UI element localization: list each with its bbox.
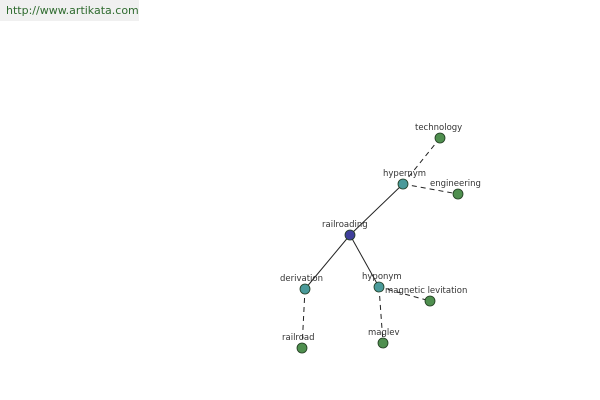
label-hypernym[interactable]: hypernym [383,169,426,179]
label-hyponym[interactable]: hyponym [362,272,402,282]
label-magnetic-levitation[interactable]: magnetic levitation [385,286,467,296]
label-derivation[interactable]: derivation [280,274,323,284]
node-railroad[interactable] [296,342,308,354]
label-railroading[interactable]: railroading [322,220,368,230]
edge-derivation-railroad [301,288,306,349]
node-hypernym[interactable] [397,178,409,190]
edge-hypernym-technology [402,137,441,185]
edge-hyponym-maglev [378,286,384,344]
edge-railroading-hyponym [349,234,380,288]
label-maglev[interactable]: maglev [368,328,400,338]
edge-railroading-derivation [304,234,351,290]
artikata-url-watermark[interactable]: http://www.artikata.com [0,0,139,21]
node-derivation[interactable] [299,283,311,295]
node-engineering[interactable] [452,188,464,200]
node-railroading[interactable] [344,229,356,241]
label-technology[interactable]: technology [415,123,462,133]
node-magnetic-levitation[interactable] [424,295,436,307]
label-railroad[interactable]: railroad [282,333,315,343]
label-engineering[interactable]: engineering [430,179,481,189]
edge-hypernym-engineering [402,183,459,195]
node-hyponym[interactable] [373,281,385,293]
edge-railroading-hypernym [349,183,404,236]
node-technology[interactable] [434,132,446,144]
node-maglev[interactable] [377,337,389,349]
